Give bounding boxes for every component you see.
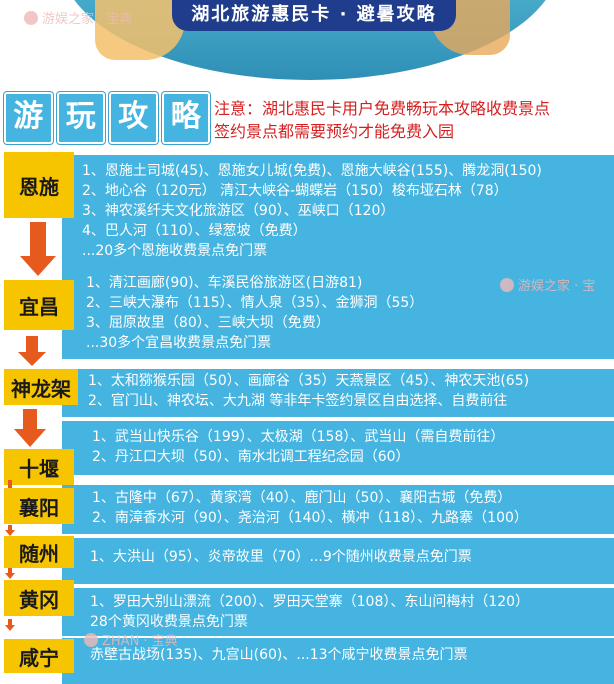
banner-scenery-left <box>95 0 185 60</box>
heading-char: 攻 <box>109 92 158 144</box>
region-panel-shiyan: 1、武当山快乐谷（199）、太极湖（158）、武当山（需自费前往） 2、丹江口大… <box>62 421 614 475</box>
attraction-line: ...30多个宜昌收费景点免门票 <box>86 335 272 351</box>
region-panel-xiangyang: 1、古隆中（67）、黄家湾（40）、鹿门山（50）、襄阳古城（免费） 2、南漳香… <box>62 485 614 534</box>
attraction-line: 28个黄冈收费景点免门票 <box>90 614 248 630</box>
city-label-huanggang: 黄冈 <box>4 580 74 616</box>
watermark-logo-icon <box>24 10 38 25</box>
attraction-line: 2、丹江口大坝（50）、南水北调工程纪念园（60） <box>92 449 410 465</box>
notice-text: 注意：湖北惠民卡用户免费畅玩本攻略收费景点 签约景点都需要预约才能免费入园 <box>214 97 614 143</box>
attraction-line: 1、古隆中（67）、黄家湾（40）、鹿门山（50）、襄阳古城（免费） <box>92 490 512 506</box>
attraction-line: 2、南漳香水河（90）、尧治河（140）、横冲（118）、九路寨（100） <box>92 510 528 526</box>
region-panel-yichang: 1、清江画廊(90)、车溪民俗旅游区(日游81) 2、三峡大瀑布（115）、情人… <box>62 267 614 359</box>
city-label-shennongjia: 神龙架 <box>4 369 78 405</box>
watermark-logo-icon <box>84 632 98 647</box>
city-label-yichang: 宜昌 <box>4 280 74 330</box>
attraction-line: 2、三峡大瀑布（115）、情人泉（35）、金狮洞（55） <box>86 295 424 311</box>
attraction-line: ...20多个恩施收费景点免门票 <box>82 243 268 259</box>
watermark-logo-icon <box>500 277 514 292</box>
region-panel-xianning: 赤壁古战场(135)、九宫山(60)、...13个咸宁收费景点免门票 <box>62 638 614 684</box>
region-panel-suizhou: 1、大洪山（95）、炎帝故里（70）...9个随州收费景点免门票 <box>62 538 614 584</box>
watermark-bottom: ZHAN · 宝典 <box>84 630 178 649</box>
region-panel-huanggang: 1、罗田大别山漂流（200）、罗田天堂寨（108）、东山问梅村（120） 28个… <box>62 588 614 636</box>
attraction-line: 1、清江画廊(90)、车溪民俗旅游区(日游81) <box>86 275 363 291</box>
city-label-shiyan: 十堰 <box>4 449 74 485</box>
attraction-line: 赤壁古战场(135)、九宫山(60)、...13个咸宁收费景点免门票 <box>90 647 468 663</box>
attraction-line: 3、屈原故里（80）、三峡大坝（免费） <box>86 315 330 331</box>
attraction-line: 1、罗田大别山漂流（200）、罗田天堂寨（108）、东山问梅村（120） <box>90 594 530 610</box>
notice-line-1: 注意：湖北惠民卡用户免费畅玩本攻略收费景点 <box>214 99 551 118</box>
attraction-line: 1、大洪山（95）、炎帝故里（70）...9个随州收费景点免门票 <box>90 549 472 565</box>
region-panel-shennongjia: 1、太和猕猴乐园（50）、画廊谷（35）天燕景区（45）、神农天池(65) 2、… <box>62 369 614 417</box>
city-label-suizhou: 随州 <box>4 536 74 568</box>
city-label-xiangyang: 襄阳 <box>4 488 74 524</box>
attraction-line: 1、恩施土司城(45)、恩施女儿城(免费)、恩施大峡谷(155)、腾龙洞(150… <box>82 163 542 179</box>
attraction-line: 2、地心谷（120元） 清江大峡谷-蝴蝶岩（150）梭布垭石林（78） <box>82 183 508 199</box>
city-label-enshi: 恩施 <box>4 152 74 218</box>
attraction-line: 4、巴人河（110）、绿葱坡（免费） <box>82 223 307 239</box>
attraction-line: 1、太和猕猴乐园（50）、画廊谷（35）天燕景区（45）、神农天池(65) <box>88 373 530 389</box>
section-heading: 游 玩 攻 略 <box>4 92 210 144</box>
attraction-line: 1、武当山快乐谷（199）、太极湖（158）、武当山（需自费前往） <box>92 429 505 445</box>
attraction-line: 3、神农溪纤夫文化旅游区（90）、巫峡口（120） <box>82 203 395 219</box>
city-label-xianning: 咸宁 <box>4 639 74 673</box>
region-panel-enshi: 1、恩施土司城(45)、恩施女儿城(免费)、恩施大峡谷(155)、腾龙洞(150… <box>62 155 614 269</box>
top-banner: 湖北旅游惠民卡 · 避暑攻略 <box>0 0 614 92</box>
watermark-top-left: 游娱之家 · 宝典 <box>24 8 132 27</box>
notice-line-2: 签约景点都需要预约才能免费入园 <box>214 122 455 141</box>
heading-char: 略 <box>161 92 210 144</box>
watermark-right: 游娱之家 · 宝 <box>500 275 595 294</box>
attraction-line: 2、官门山、神农坛、大九湖 等非年卡签约景区自由选择、自费前往 <box>88 393 508 409</box>
heading-char: 玩 <box>56 92 105 144</box>
heading-char: 游 <box>4 92 53 144</box>
page-title: 湖北旅游惠民卡 · 避暑攻略 <box>172 0 456 31</box>
